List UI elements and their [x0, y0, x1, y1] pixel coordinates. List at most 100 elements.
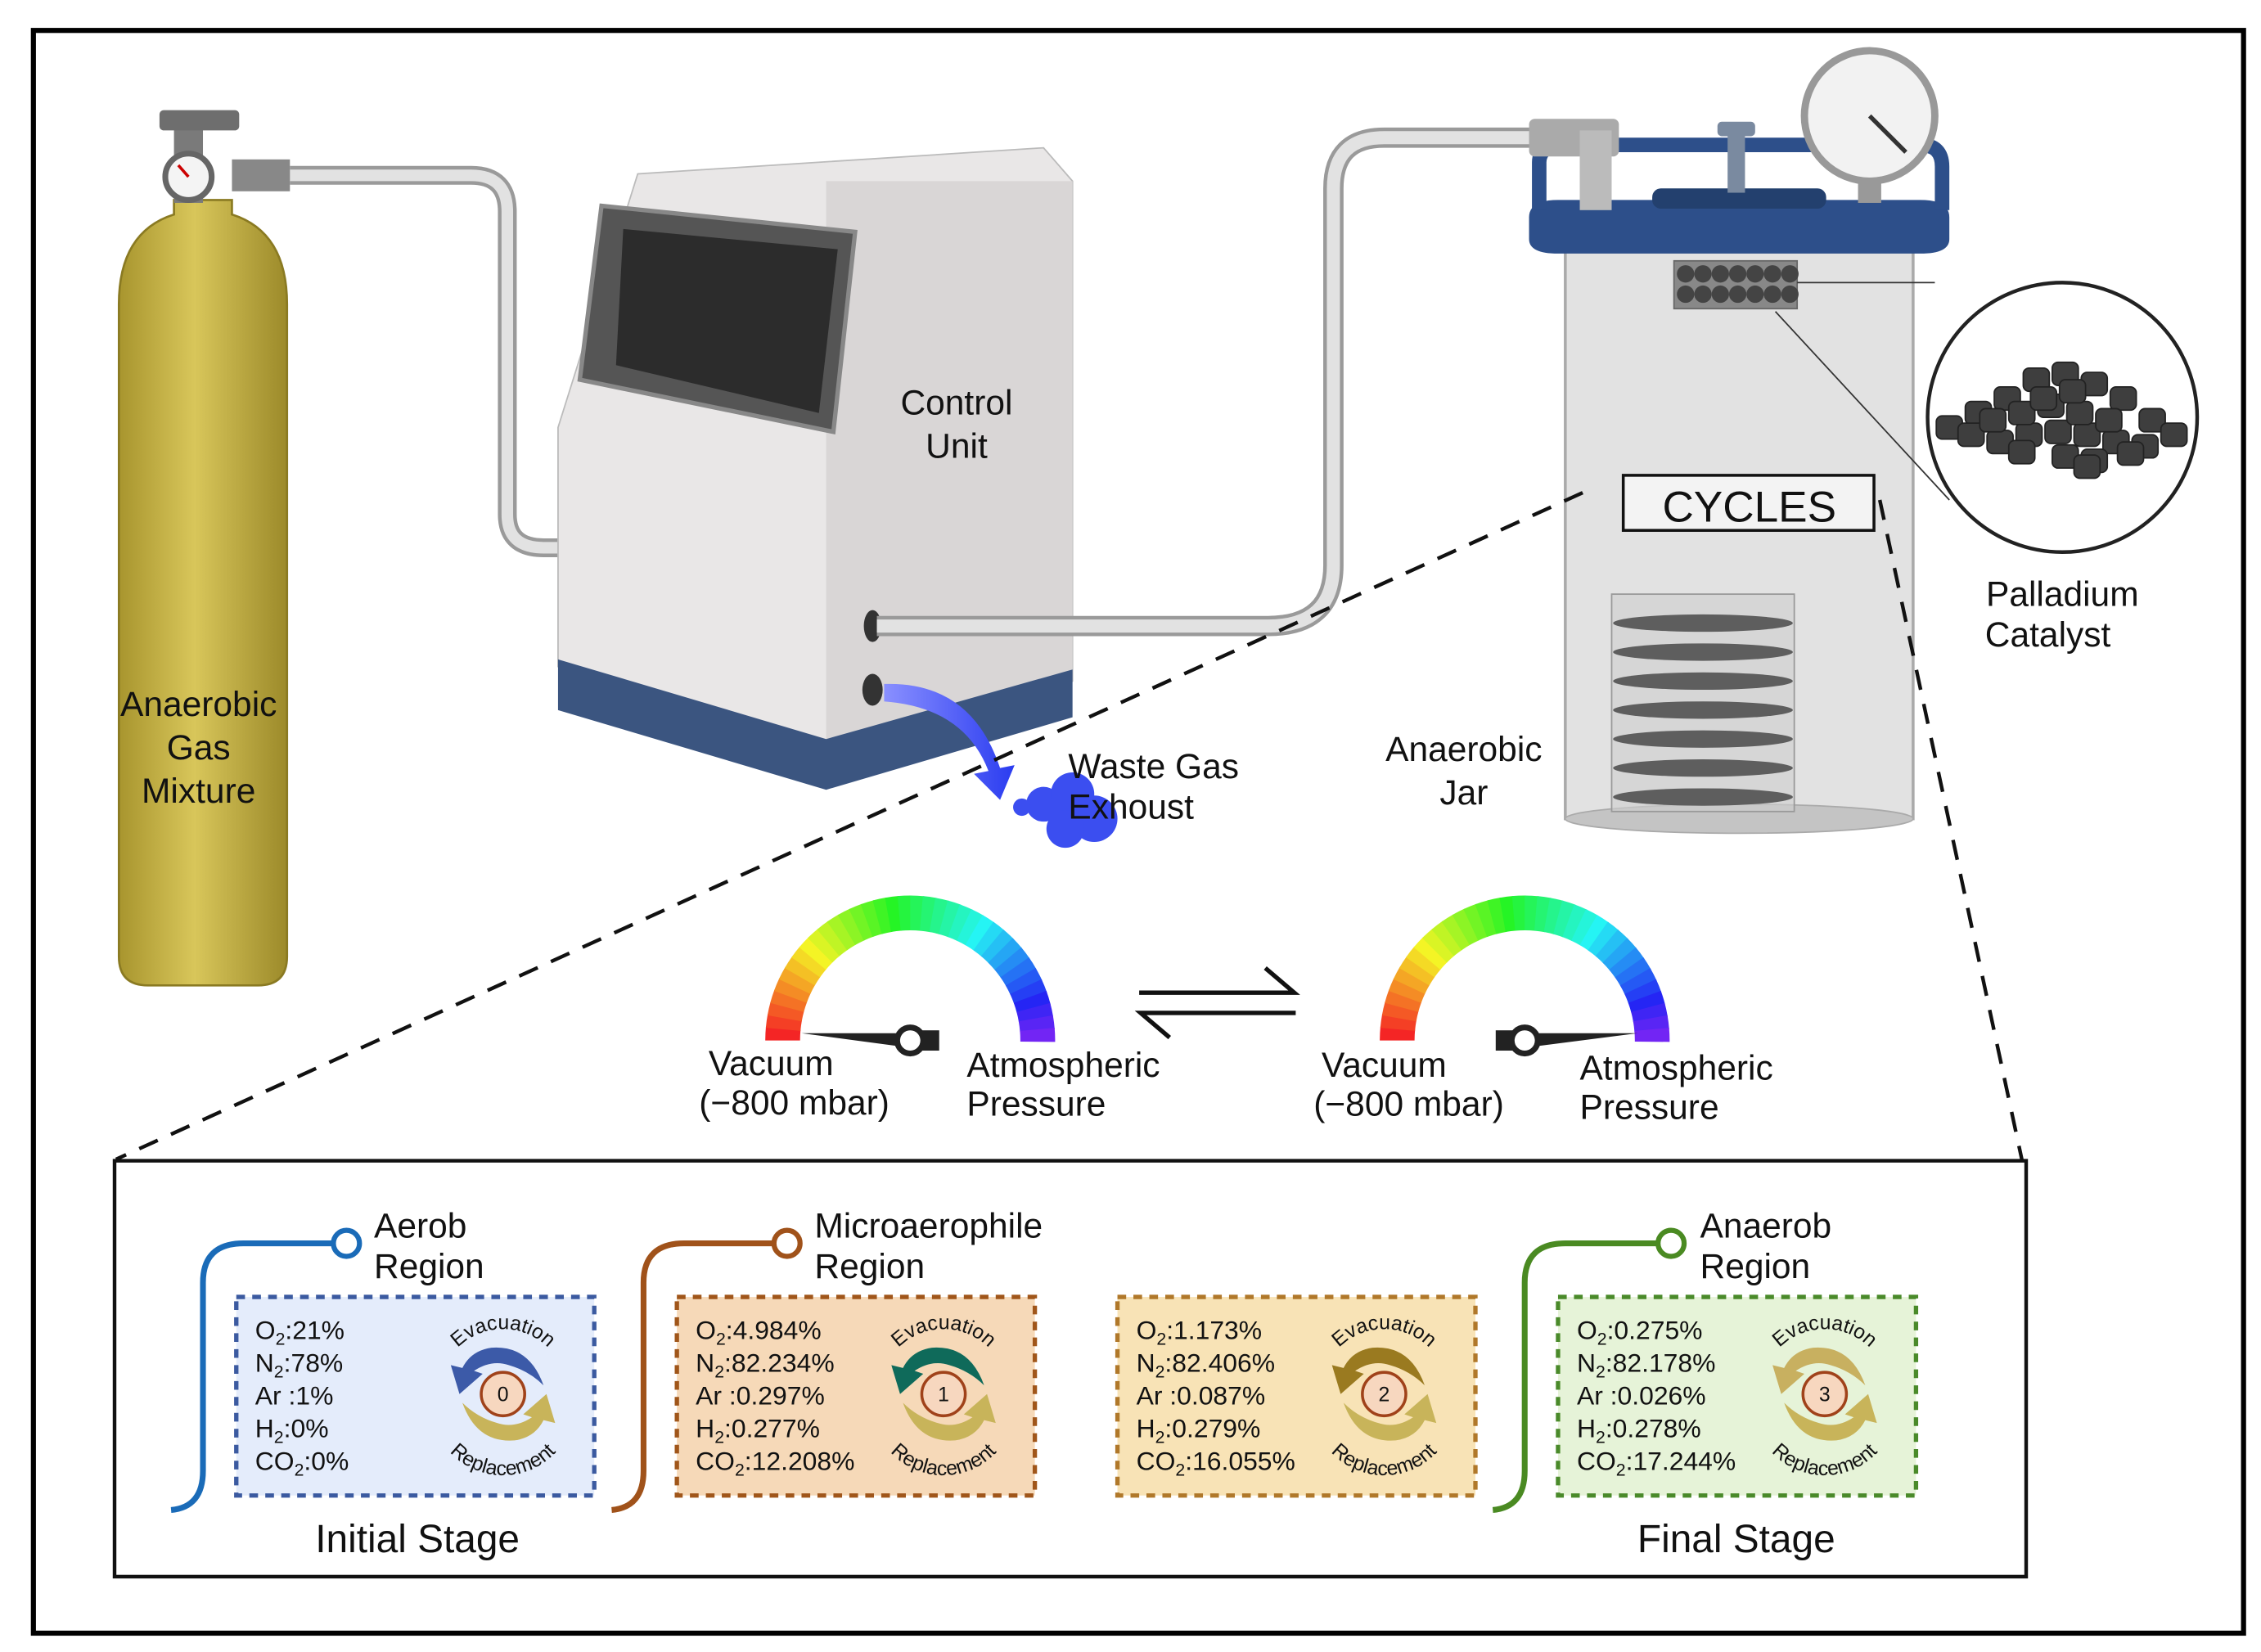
gauge-arc-segment — [1499, 896, 1516, 933]
gauge-arc-segment — [808, 928, 840, 963]
evacuation-arrow-icon — [1772, 1347, 1866, 1394]
gauge-arc-segment — [1553, 900, 1576, 938]
cycle-box-3: O2:0.275%N2:82.178%Ar :0.026%H2:0.278%CO… — [1556, 1294, 1919, 1498]
gauge-arc-segment — [1609, 947, 1645, 979]
gauge-arc-segment — [799, 937, 834, 970]
gauge-arc-segment — [1634, 1028, 1670, 1042]
gauge-arc-segment — [973, 921, 1005, 957]
svg-text:Vacuum(−800 mbar): Vacuum(−800 mbar) — [699, 1045, 890, 1123]
gas-composition: H2:0.279% — [1137, 1414, 1261, 1447]
pellet — [2138, 407, 2166, 433]
gauge-pivot — [894, 1024, 926, 1057]
catalyst-label: Palladium — [1986, 575, 2139, 614]
gauge-arc-segment — [1534, 896, 1552, 933]
gauge-arc-segment — [1602, 938, 1637, 971]
gauge-arc-segment — [885, 896, 902, 933]
gauge-arc-segment — [767, 1002, 804, 1022]
gauge-arc-segment — [1628, 991, 1665, 1014]
pellet — [1677, 265, 1695, 283]
gas-composition: Ar :0.087% — [1137, 1381, 1266, 1411]
gas-composition: Ar :0.297% — [696, 1381, 825, 1411]
pellet — [2109, 385, 2137, 412]
gas-composition: H2:0.278% — [1577, 1414, 1701, 1447]
pellet — [2029, 385, 2058, 412]
waste-gas-label: Waste Gas — [1068, 748, 1239, 786]
vacuum-label: Vacuum — [709, 1045, 834, 1083]
pellet — [1728, 265, 1747, 283]
region-connector — [1492, 1240, 1659, 1513]
pellet — [2044, 419, 2072, 444]
cycle-number: 2 — [1379, 1384, 1390, 1407]
replacement-arrow-icon — [462, 1393, 556, 1441]
callout-line — [115, 491, 1583, 1161]
reversible-arrows-icon — [1134, 966, 1300, 1040]
pellet — [2065, 400, 2094, 425]
pellet — [2073, 454, 2101, 479]
petri-plate — [1613, 759, 1793, 777]
gauge-arc-segment — [1633, 1015, 1669, 1033]
gas-composition: CO2:17.244% — [1577, 1447, 1736, 1480]
cycle-box-2: O2:1.173%N2:82.406%Ar :0.087%H2:0.279%CO… — [1115, 1294, 1478, 1498]
gauge-arc-segment — [784, 956, 821, 986]
gauge-arc-segment — [791, 946, 827, 978]
callout-line — [1877, 499, 2024, 1160]
cycle-box-0: O2:21%N2:78%Ar :1%H2:0%CO2:0%0Evacuation… — [234, 1294, 597, 1498]
control-unit — [557, 146, 1074, 790]
gauge-arc-segment — [988, 938, 1023, 971]
cycle-box-1: O2:4.984%N2:82.234%Ar :0.297%H2:0.277%CO… — [674, 1294, 1038, 1498]
gauge-arc-segment — [1380, 1014, 1417, 1031]
gauge-arc-segment — [1000, 957, 1037, 987]
vacuum-value: (−800 mbar) — [699, 1084, 890, 1123]
gauge-arc-segment — [773, 978, 811, 1003]
cycle-number-badge — [920, 1371, 967, 1418]
gauge-arc-segment — [1463, 903, 1489, 941]
gauge-arc-segment — [965, 915, 995, 952]
gauge-arc-segment — [849, 903, 874, 941]
petri-plate — [1613, 730, 1793, 748]
gas-cylinder — [117, 110, 291, 987]
pellet — [1763, 265, 1781, 283]
pellet — [1694, 285, 1712, 304]
jar-label: Anaerobic — [1385, 731, 1542, 769]
gauge-arc-segment — [1562, 904, 1588, 942]
gauge-arc-segment — [1452, 908, 1480, 946]
pellet — [1694, 265, 1712, 283]
gauge-arc-segment — [1619, 968, 1657, 995]
gauge-arc-segment — [948, 904, 973, 942]
pellet — [1746, 265, 1764, 283]
gas-mixture-label: Anaerobic — [120, 686, 277, 724]
cycle-number: 0 — [498, 1384, 509, 1407]
gauge-arc-segment — [1475, 900, 1498, 938]
gauge-arc-segment — [1441, 914, 1471, 951]
gauge-arc-segment — [1398, 956, 1435, 986]
petri-plate — [1613, 788, 1793, 806]
gauge-arc-segment — [897, 895, 912, 931]
region-marker — [1655, 1227, 1687, 1259]
initial-stage-label: Initial Stage — [315, 1518, 520, 1561]
cycle-number: 1 — [938, 1384, 949, 1407]
gauge-arc-segment — [1615, 957, 1651, 987]
gauge-arc-segment — [980, 929, 1014, 964]
pellet — [1979, 407, 2007, 433]
gauge-arc-segment — [817, 921, 849, 957]
cycle-number-badge — [480, 1371, 526, 1418]
gas-composition: O2:21% — [255, 1315, 345, 1348]
gas-composition: O2:0.275% — [1577, 1315, 1703, 1348]
evacuation-arrow-icon — [1331, 1347, 1426, 1394]
exhaust-arrow-icon — [884, 683, 1015, 800]
gauge-arc-segment — [939, 900, 962, 938]
gauge-arc-segment — [1511, 895, 1526, 931]
gauge-arc-segment — [920, 896, 937, 933]
gauge-arc-segment — [1421, 928, 1455, 963]
gas-composition: CO2:0% — [255, 1447, 349, 1480]
catalyst-zoom-circle — [1925, 281, 2200, 554]
gauge-arc-segment — [1431, 921, 1463, 957]
jar-label: Jar — [1439, 774, 1488, 812]
